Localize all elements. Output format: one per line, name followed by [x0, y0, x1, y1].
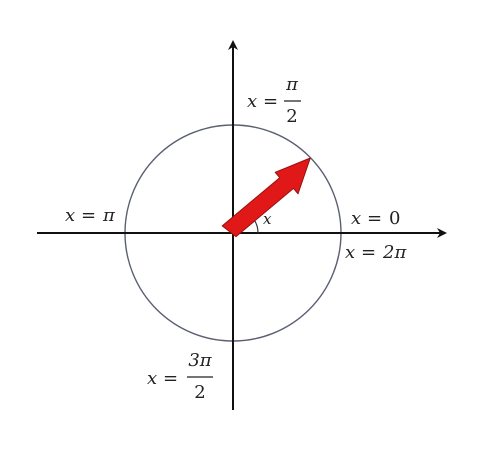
- svg-text:0: 0: [389, 208, 400, 229]
- svg-text:x: x: [147, 368, 157, 389]
- svg-text:2: 2: [286, 106, 297, 127]
- svg-text:2: 2: [194, 382, 205, 403]
- svg-text:=: =: [81, 205, 96, 226]
- label-x-equals-pi-over-2: x = π 2: [247, 74, 301, 127]
- svg-text:π: π: [285, 74, 299, 95]
- svg-text:x: x: [247, 91, 257, 112]
- label-x-equals-0: x = 0: [351, 208, 400, 229]
- svg-text:x: x: [65, 205, 75, 226]
- svg-text:=: =: [367, 208, 382, 229]
- label-x-equals-2pi: x = 2π: [345, 242, 407, 263]
- label-x-equals-3pi-over-2: x = 3π 2: [147, 350, 213, 403]
- svg-text:=: =: [361, 242, 376, 263]
- svg-text:x: x: [345, 242, 355, 263]
- svg-text:3π: 3π: [188, 350, 212, 371]
- svg-text:π: π: [102, 205, 116, 226]
- angle-label: x: [263, 210, 272, 228]
- svg-text:=: =: [263, 91, 278, 112]
- label-x-equals-pi: x = π: [65, 205, 116, 226]
- radius-vector-arrow: [221, 157, 311, 238]
- svg-text:2π: 2π: [382, 242, 407, 263]
- svg-text:=: =: [163, 368, 178, 389]
- svg-text:x: x: [351, 208, 361, 229]
